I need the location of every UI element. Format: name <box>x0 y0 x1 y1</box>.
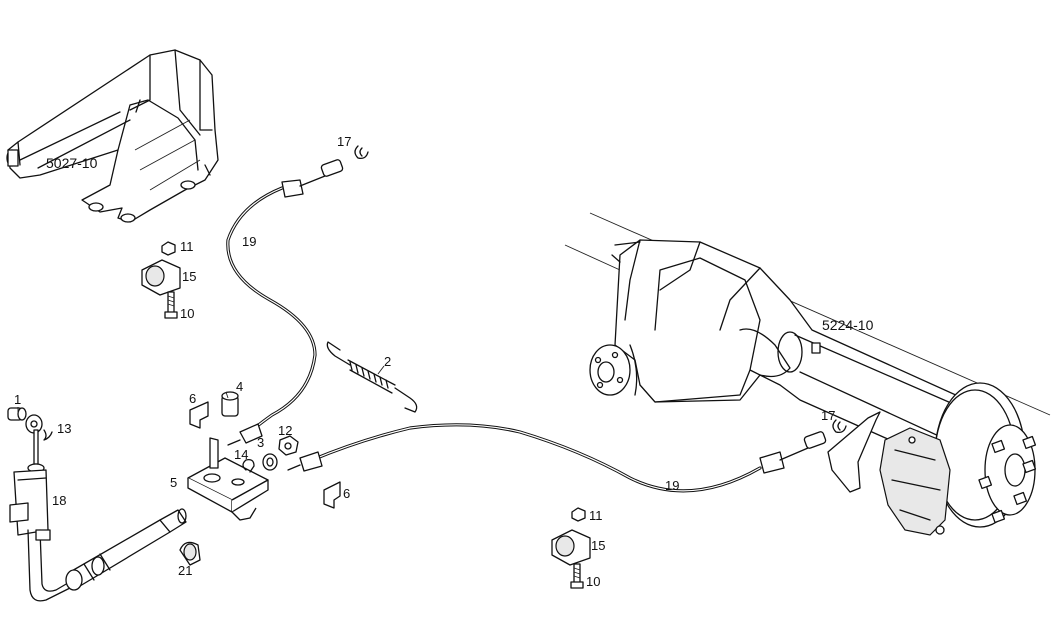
callout-6-lower: 6 <box>343 486 350 501</box>
callout-15-upper: 15 <box>182 269 196 284</box>
clip-part-6-lower <box>323 481 341 509</box>
callout-19-lower: 19 <box>665 478 679 493</box>
callout-1: 1 <box>14 392 21 407</box>
clip-part-6-upper <box>189 401 209 429</box>
callout-17-lower: 17 <box>821 408 835 423</box>
clip-part-14 <box>242 458 255 473</box>
clamp-part-15-upper <box>141 259 181 296</box>
callout-12: 12 <box>278 423 292 438</box>
parking-brake-cable-lower <box>287 423 827 493</box>
clip-part-13 <box>25 414 53 441</box>
callout-14: 14 <box>234 447 248 462</box>
brake-pull-rod <box>65 508 187 591</box>
cap-part-1 <box>7 407 27 421</box>
brake-lever-handle <box>9 429 91 602</box>
bolt-part-10-upper <box>164 291 178 319</box>
rear-axle-assembly <box>564 212 1051 536</box>
callout-10-lower: 10 <box>586 574 600 589</box>
clip-part-17-lower <box>832 419 847 434</box>
callout-13: 13 <box>57 421 71 436</box>
wheel-studs <box>978 435 1037 524</box>
nut-part-11-lower <box>571 507 586 522</box>
nut-part-11-upper <box>161 241 176 256</box>
callout-10-upper: 10 <box>180 306 194 321</box>
callout-2: 2 <box>384 354 391 369</box>
callout-21: 21 <box>178 563 192 578</box>
callout-4: 4 <box>236 379 243 394</box>
callout-19-upper: 19 <box>242 234 256 249</box>
callout-15-lower: 15 <box>591 538 605 553</box>
callout-labels: 5027-10 5224-10 1 2 3 4 5 6 6 10 10 11 1… <box>14 134 874 589</box>
callout-3: 3 <box>257 435 264 450</box>
clip-part-17-upper <box>354 145 369 160</box>
frame-crossmember-assembly <box>6 49 219 223</box>
callout-11-lower: 11 <box>589 508 603 523</box>
frame-reference-label: 5027-10 <box>46 155 98 171</box>
callout-17-upper: 17 <box>337 134 351 149</box>
parking-brake-cable-upper <box>226 159 344 446</box>
callout-6-upper: 6 <box>189 391 196 406</box>
return-spring <box>326 341 418 413</box>
bolt-part-10-lower <box>570 563 584 589</box>
clamp-part-15-lower <box>551 529 591 566</box>
clamp-part-21 <box>179 541 201 566</box>
nut-part-3 <box>262 453 278 471</box>
lever-bracket <box>187 437 269 521</box>
callout-5: 5 <box>170 475 177 490</box>
nut-part-12 <box>278 435 299 456</box>
axle-reference-label: 5224-10 <box>822 317 874 333</box>
cap-part-4 <box>221 391 239 417</box>
callout-18: 18 <box>52 493 66 508</box>
leader-lines <box>17 365 385 412</box>
callout-11-upper: 11 <box>180 239 194 254</box>
